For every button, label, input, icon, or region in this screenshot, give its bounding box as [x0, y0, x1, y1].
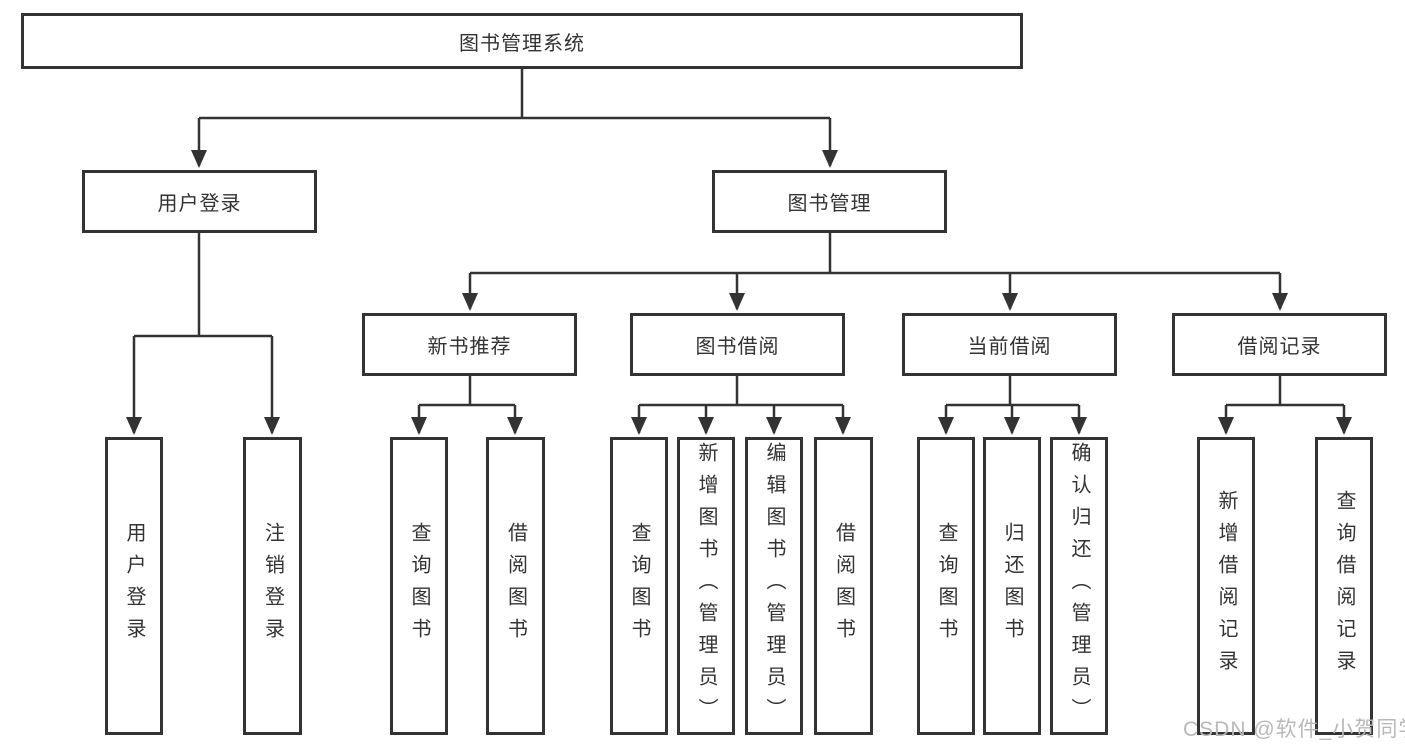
node-current-borrow: 当前借阅 — [902, 313, 1117, 376]
node-label: 注销登录 — [261, 522, 284, 650]
leaf-add-borrow-record: 新增借阅记录 — [1197, 437, 1255, 735]
leaf-user-login: 用户登录 — [105, 437, 163, 735]
node-book-borrow: 图书借阅 — [630, 313, 845, 376]
node-label: 新书推荐 — [427, 336, 512, 358]
leaf-logout: 注销登录 — [243, 437, 302, 735]
node-label: 图书借阅 — [695, 336, 780, 358]
node-label: 新增图书（管理员） — [695, 442, 717, 730]
leaf-borrow-books-borrow: 借阅图书 — [814, 437, 873, 735]
node-label: 确认归还（管理员） — [1068, 442, 1090, 730]
node-label: 新增借阅记录 — [1215, 490, 1237, 682]
leaf-query-borrow-record: 查询借阅记录 — [1315, 437, 1373, 735]
node-label: 借阅图书 — [832, 522, 855, 650]
node-label: 借阅图书 — [504, 522, 527, 650]
leaf-edit-book-admin: 编辑图书（管理员） — [745, 437, 803, 735]
leaf-return-books: 归还图书 — [983, 437, 1041, 735]
node-label: 图书管理系统 — [459, 32, 585, 55]
node-label: 查询图书 — [935, 522, 957, 650]
leaf-query-books-borrow: 查询图书 — [610, 437, 668, 735]
node-label: 当前借阅 — [967, 336, 1052, 358]
node-book-management: 图书管理 — [712, 170, 947, 233]
leaf-query-books-recommend: 查询图书 — [390, 437, 448, 735]
csdn-watermark: CSDN @软件_小贺同学 — [1183, 718, 1405, 741]
leaf-add-book-admin: 新增图书（管理员） — [677, 437, 735, 735]
node-new-book-recommend: 新书推荐 — [362, 313, 577, 376]
node-label: 编辑图书（管理员） — [763, 442, 785, 730]
leaf-confirm-return-admin: 确认归还（管理员） — [1050, 437, 1108, 735]
node-label: 查询图书 — [408, 522, 430, 650]
node-label: 借阅记录 — [1237, 336, 1322, 358]
node-root-library-system: 图书管理系统 — [21, 13, 1023, 69]
leaf-query-books-current: 查询图书 — [917, 437, 975, 735]
node-label: 查询借阅记录 — [1333, 490, 1355, 682]
node-label: 归还图书 — [1001, 522, 1023, 650]
node-label: 图书管理 — [787, 193, 872, 215]
leaf-borrow-books-recommend: 借阅图书 — [486, 437, 545, 735]
node-label: 查询图书 — [628, 522, 650, 650]
node-user-login: 用户登录 — [82, 170, 317, 233]
node-borrow-records: 借阅记录 — [1172, 313, 1387, 376]
node-label: 用户登录 — [157, 193, 242, 215]
node-label: 用户登录 — [123, 522, 145, 650]
